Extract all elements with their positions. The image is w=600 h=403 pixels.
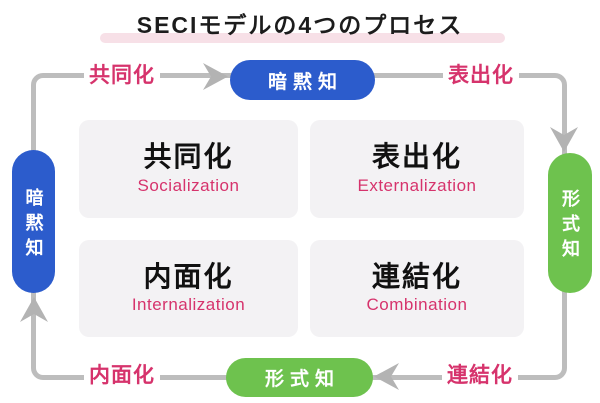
quadrant-subtitle: Socialization	[137, 175, 240, 195]
edge-label-combination: 連結化	[442, 362, 518, 390]
quadrant-title: 連結化	[371, 260, 462, 292]
quadrant-subtitle: Externalization	[357, 175, 477, 195]
node-tacit-knowledge-top: 暗黙知	[230, 60, 375, 100]
quadrant-title: 内面化	[143, 260, 234, 292]
quadrant-socialization: 共同化 Socialization	[79, 120, 298, 218]
page-title: SECIモデルの4つのプロセス	[136, 12, 464, 38]
node-explicit-knowledge-bottom: 形式知	[226, 358, 373, 397]
quadrant-externalization: 表出化 Externalization	[310, 120, 524, 218]
quadrant-internalization: 内面化 Internalization	[79, 240, 298, 337]
quadrant-combination: 連結化 Combination	[310, 240, 524, 337]
edge-label-externalization: 表出化	[443, 62, 519, 90]
edge-label-internalization: 内面化	[84, 362, 160, 390]
title-highlight-bar	[100, 33, 505, 43]
node-explicit-knowledge-right: 形式知	[548, 153, 592, 293]
quadrant-subtitle: Combination	[366, 295, 468, 315]
node-tacit-knowledge-left: 暗黙知	[12, 150, 55, 293]
edge-label-socialization: 共同化	[84, 62, 160, 90]
quadrant-title: 共同化	[143, 141, 234, 173]
quadrant-subtitle: Internalization	[131, 295, 246, 315]
quadrant-title: 表出化	[371, 141, 462, 173]
